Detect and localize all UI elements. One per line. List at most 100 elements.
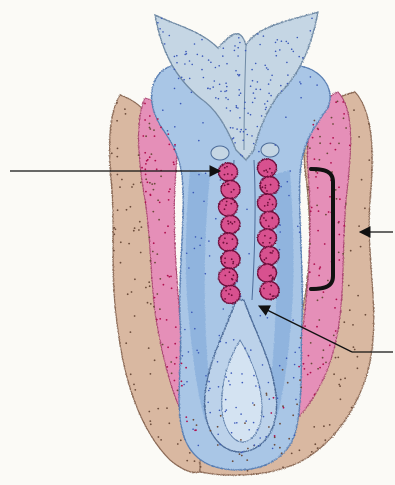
stipple-dot <box>162 31 164 33</box>
stipple-dot <box>311 207 313 209</box>
stipple-dot <box>220 341 222 343</box>
somite-dot <box>271 217 273 219</box>
stipple-dot <box>255 88 257 90</box>
somite-dot <box>270 252 272 254</box>
stipple-dot <box>253 375 255 377</box>
stipple-dot <box>181 77 183 79</box>
stipple-dot <box>236 422 238 424</box>
stipple-dot <box>319 159 321 161</box>
somite-dot <box>265 220 267 222</box>
stipple-dot <box>192 428 194 430</box>
somite-dot <box>266 190 268 192</box>
stipple-dot <box>319 367 321 369</box>
stipple-dot <box>275 144 277 146</box>
stipple-dot <box>131 291 133 293</box>
stipple-dot <box>255 385 257 387</box>
stipple-dot <box>338 384 340 386</box>
stipple-dot <box>300 83 302 85</box>
stipple-dot <box>153 189 155 191</box>
stipple-dot <box>259 386 261 388</box>
stipple-dot <box>159 308 161 310</box>
stipple-dot <box>225 376 227 378</box>
stipple-dot <box>201 39 203 41</box>
stipple-dot <box>160 126 162 128</box>
stipple-dot <box>232 138 234 140</box>
stipple-dot <box>314 120 316 122</box>
somite-dot <box>232 261 234 263</box>
stipple-dot <box>145 287 147 289</box>
stipple-dot <box>131 186 133 188</box>
stipple-dot <box>117 148 119 150</box>
stipple-dot <box>315 176 317 178</box>
stipple-dot <box>147 159 149 161</box>
stipple-dot <box>166 319 168 321</box>
stipple-dot <box>333 335 335 337</box>
stipple-dot <box>203 201 205 203</box>
stipple-dot <box>335 357 337 359</box>
stipple-dot <box>279 231 281 233</box>
stipple-dot <box>338 252 340 254</box>
stipple-dot <box>174 126 176 128</box>
stipple-dot <box>220 415 222 417</box>
stipple-dot <box>299 449 301 451</box>
stipple-dot <box>144 103 146 105</box>
stipple-dot <box>200 466 202 468</box>
stipple-dot <box>134 227 136 229</box>
somite-dot <box>263 217 265 219</box>
somite-dot <box>262 186 264 188</box>
stipple-dot <box>227 99 229 101</box>
stipple-dot <box>168 144 170 146</box>
stipple-dot <box>247 134 249 136</box>
somite-dot <box>230 191 232 193</box>
stipple-dot <box>310 372 312 374</box>
stipple-dot <box>253 143 255 145</box>
stipple-dot <box>178 78 180 80</box>
stipple-dot <box>292 414 294 416</box>
stipple-dot <box>119 186 121 188</box>
stipple-dot <box>251 135 253 137</box>
stipple-dot <box>173 164 175 166</box>
stipple-dot <box>323 425 325 427</box>
stipple-dot <box>316 84 318 86</box>
stipple-dot <box>240 92 242 94</box>
somite-dot <box>232 279 234 281</box>
stipple-dot <box>275 51 277 53</box>
stipple-dot <box>272 448 274 450</box>
stipple-dot <box>251 69 253 71</box>
stipple-dot <box>285 116 287 118</box>
somite-dot <box>270 237 272 239</box>
stipple-dot <box>351 407 353 409</box>
stipple-dot <box>148 237 150 239</box>
stipple-dot <box>150 423 152 425</box>
stipple-dot <box>303 363 305 365</box>
somite-dot <box>231 174 233 176</box>
node-left <box>211 146 229 160</box>
stipple-dot <box>264 103 266 105</box>
stipple-dot <box>154 183 156 185</box>
stipple-dot <box>159 202 161 204</box>
somite-dot <box>267 171 269 173</box>
stipple-dot <box>173 149 175 151</box>
stipple-dot <box>314 158 316 160</box>
stipple-dot <box>240 131 242 133</box>
stipple-dot <box>352 324 354 326</box>
stipple-dot <box>157 118 159 120</box>
stipple-dot <box>279 447 281 449</box>
stipple-dot <box>244 422 246 424</box>
stipple-dot <box>222 55 224 57</box>
stipple-dot <box>263 35 265 37</box>
stipple-dot <box>124 108 126 110</box>
stipple-dot <box>317 128 319 130</box>
stipple-dot <box>176 357 178 359</box>
stipple-dot <box>212 86 214 88</box>
somite-dot <box>229 271 231 273</box>
stipple-dot <box>319 268 321 270</box>
stipple-dot <box>148 281 150 283</box>
stipple-dot <box>149 156 151 158</box>
stipple-dot <box>247 112 249 114</box>
stipple-dot <box>209 255 211 257</box>
stipple-dot <box>268 426 270 428</box>
stipple-dot <box>279 249 281 251</box>
somite-dot <box>226 166 228 168</box>
